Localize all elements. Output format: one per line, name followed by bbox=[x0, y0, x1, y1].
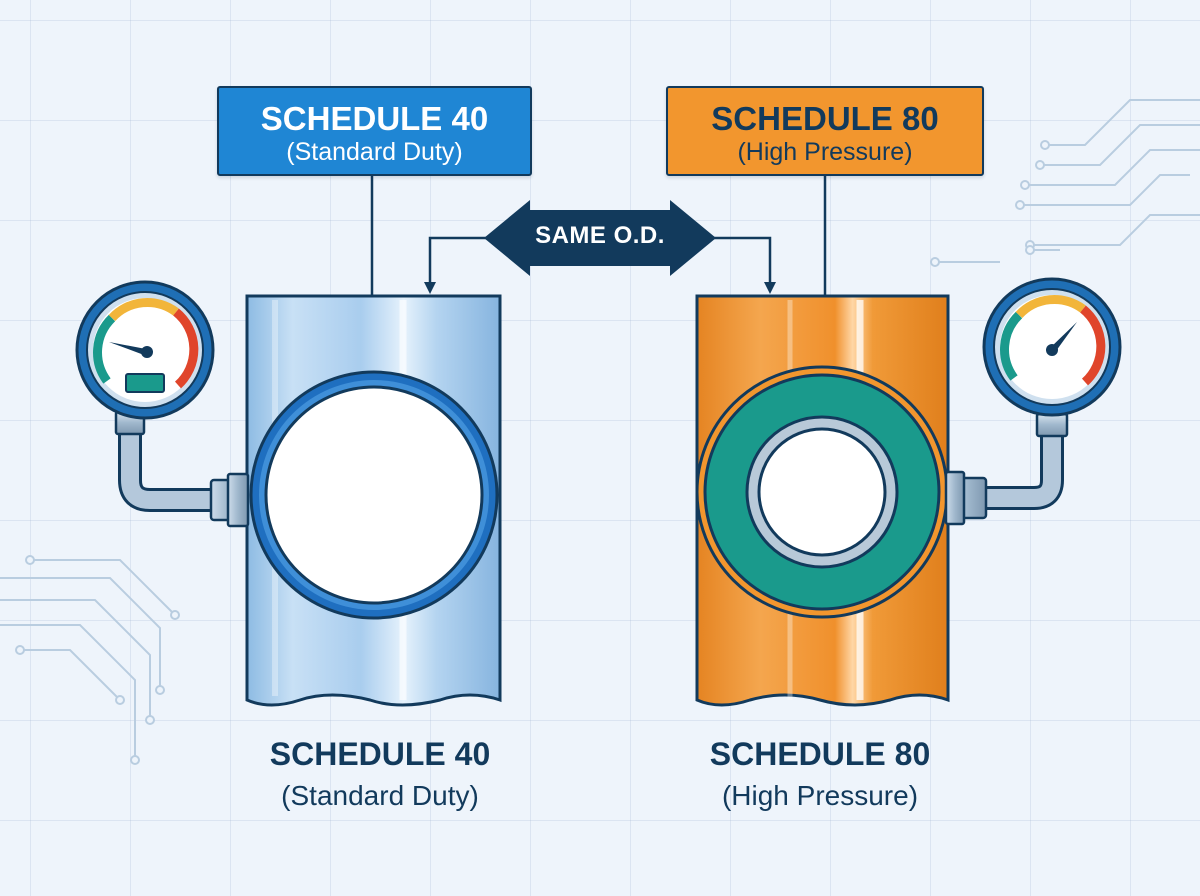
schedule-40-top-label: SCHEDULE 40 (Standard Duty) bbox=[217, 86, 532, 176]
schedule-80-pipe bbox=[695, 294, 950, 707]
schedule-80-title: SCHEDULE 80 bbox=[711, 100, 939, 137]
circuit-traces-decoration bbox=[0, 99, 1200, 760]
schedule-40-subtitle: (Standard Duty) bbox=[286, 138, 463, 166]
schedule-40-title: SCHEDULE 40 bbox=[260, 100, 489, 137]
schedule-80-subtitle: (High Pressure) bbox=[737, 138, 913, 166]
circuit-nodes-decoration bbox=[15, 140, 1050, 765]
connector-lines bbox=[370, 173, 827, 298]
same-od-double-arrow bbox=[484, 200, 716, 276]
schedule-40-caption: SCHEDULE 40 (Standard Duty) bbox=[220, 735, 540, 813]
schedule-40-cross-section-icon bbox=[249, 370, 499, 620]
right-pressure-gauge-assembly bbox=[944, 277, 1122, 526]
schedule-80-caption-title: SCHEDULE 80 bbox=[709, 736, 931, 772]
schedule-80-cross-section-icon bbox=[695, 365, 949, 619]
schedule-80-top-label: SCHEDULE 80 (High Pressure) bbox=[666, 86, 984, 176]
pressure-gauge-icon bbox=[75, 280, 215, 420]
connector-arrowheads bbox=[424, 282, 776, 294]
left-pressure-gauge-assembly bbox=[75, 280, 250, 528]
schedule-40-caption-title: SCHEDULE 40 bbox=[269, 736, 491, 772]
schedule-40-caption-subtitle: (Standard Duty) bbox=[281, 780, 479, 811]
schedule-80-caption: SCHEDULE 80 (High Pressure) bbox=[660, 735, 980, 813]
schedule-80-caption-subtitle: (High Pressure) bbox=[721, 780, 919, 811]
pressure-gauge-icon bbox=[982, 277, 1122, 417]
same-od-label: SAME O.D. bbox=[535, 222, 665, 249]
schedule-40-pipe bbox=[245, 294, 502, 707]
